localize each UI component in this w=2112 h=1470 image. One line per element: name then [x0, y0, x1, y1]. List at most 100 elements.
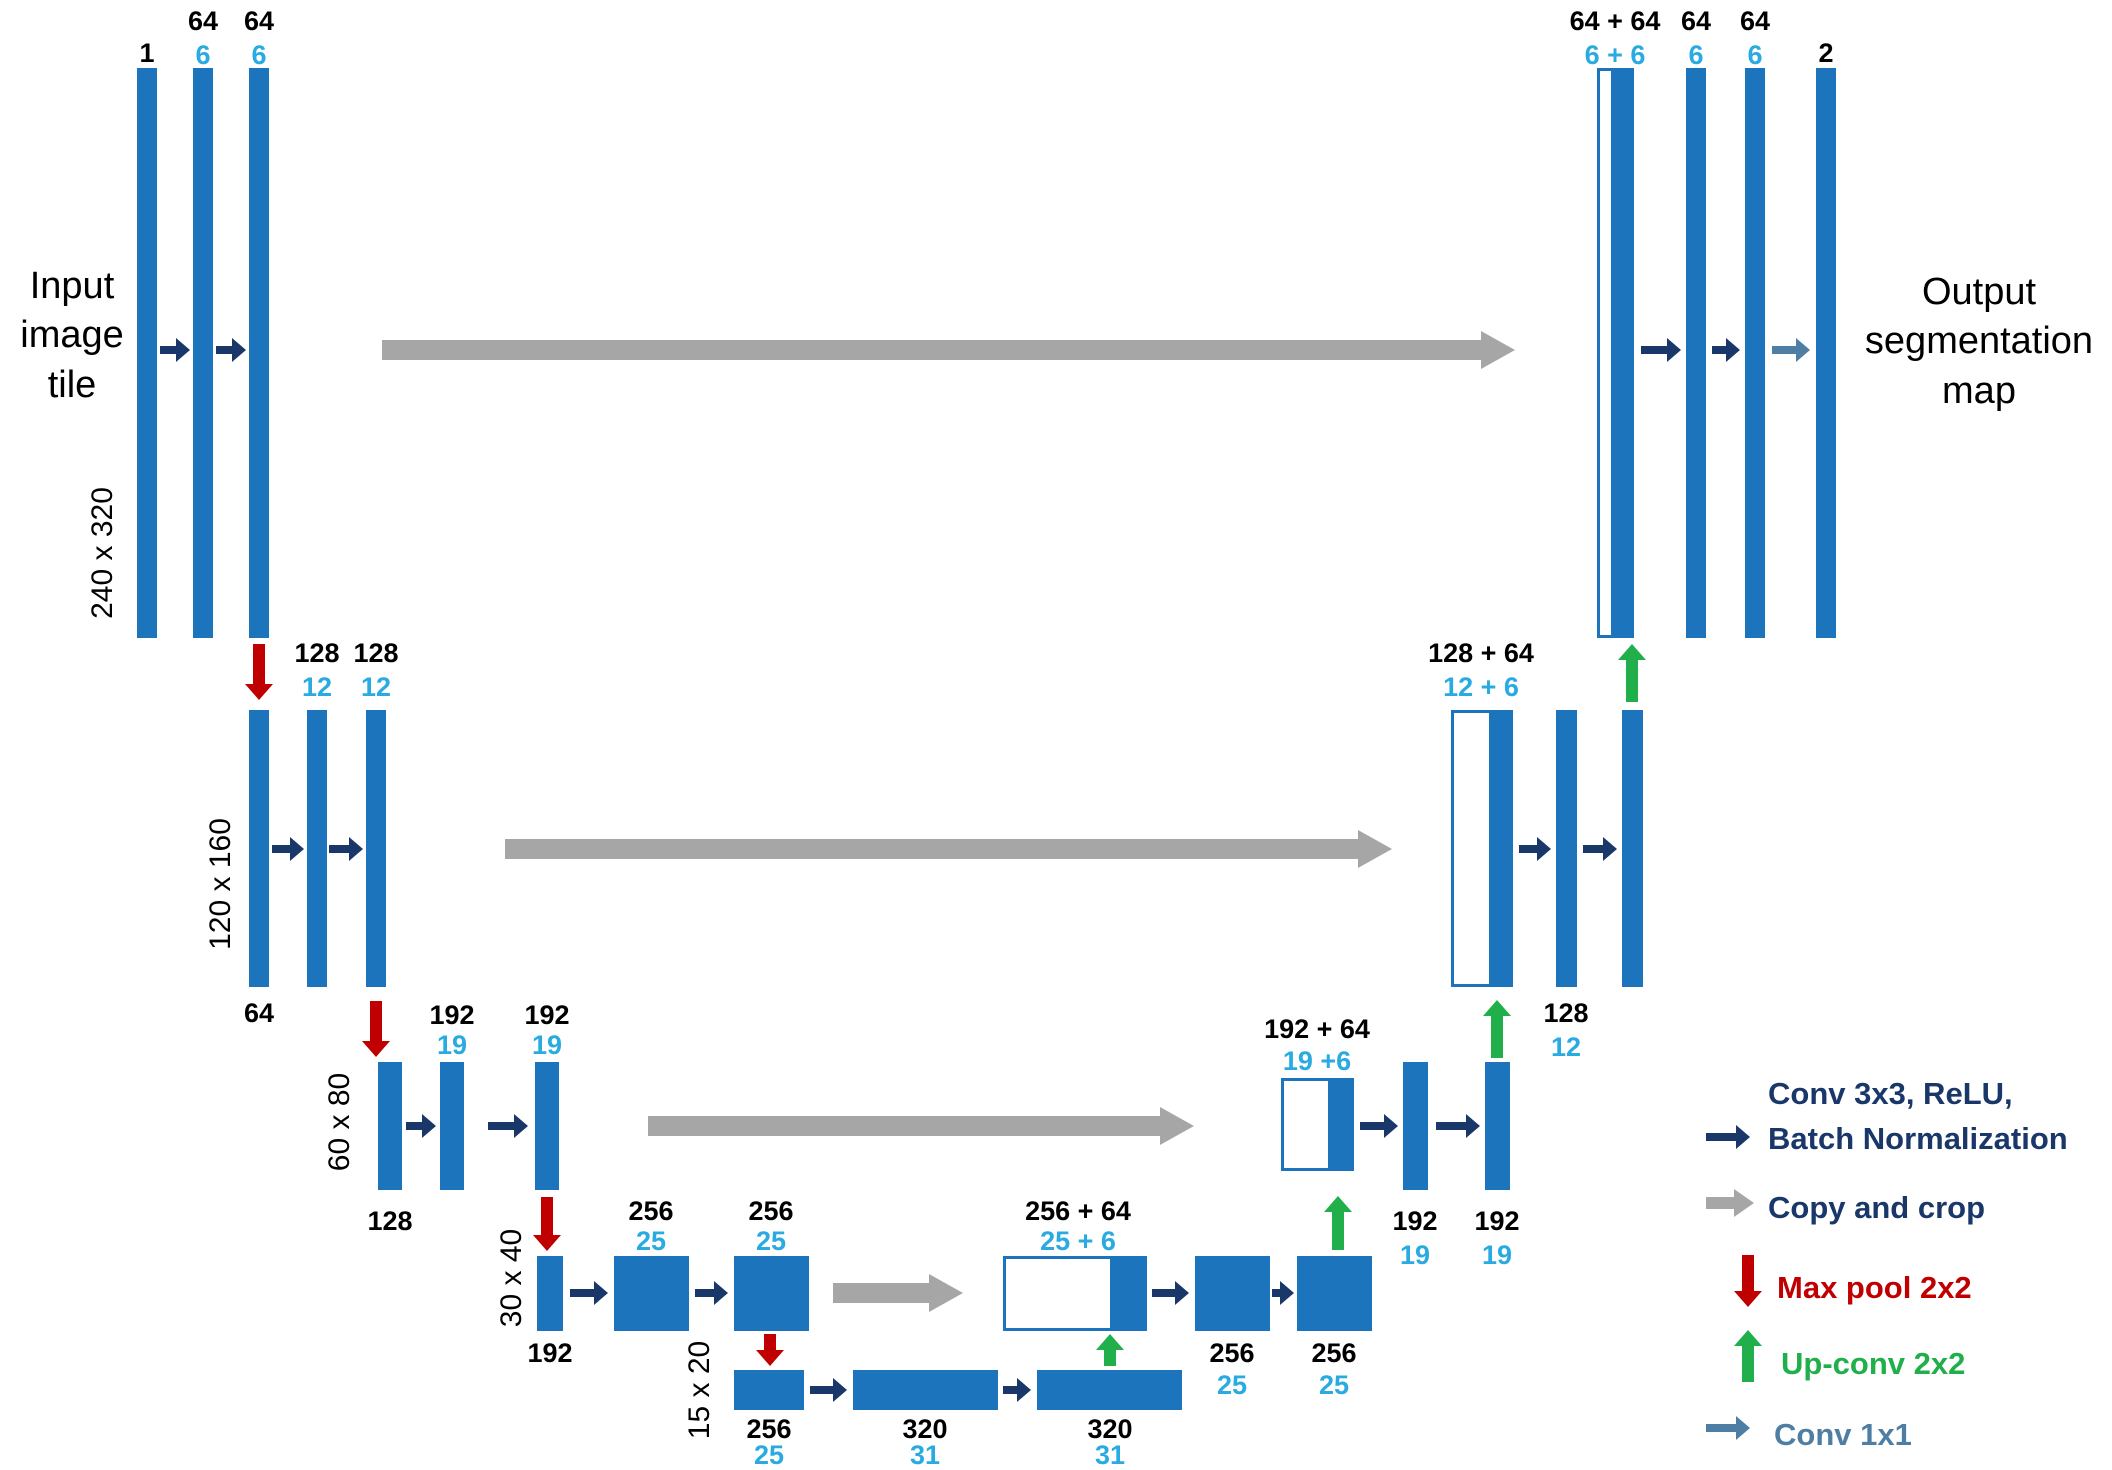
- bottleneck-filters-1: 31: [909, 1440, 941, 1470]
- dec-l1-filters-2: 6: [1747, 40, 1763, 70]
- legend-conv-label: Conv 3x3, ReLU, Batch Normalization: [1768, 1076, 2068, 1156]
- copy-crop-arrow-icon: [382, 331, 1515, 369]
- bottleneck-conv-bar-1: [853, 1370, 998, 1410]
- bottleneck-pool-filters: 25: [753, 1440, 785, 1470]
- dec-l3-channels-1: 192: [1392, 1206, 1438, 1236]
- conv-arrow-icon: [1003, 1378, 1031, 1402]
- enc-l1-input-bar: [137, 68, 157, 638]
- enc-l3-size-label: 60 x 80: [323, 1072, 356, 1172]
- enc-l4-channels-1: 256: [628, 1196, 674, 1226]
- enc-l4-conv-bar-1: [614, 1256, 689, 1331]
- copy-crop-arrow-icon: [833, 1274, 963, 1312]
- enc-l3-channels-1: 192: [429, 1000, 475, 1030]
- dec-l1-filters-1: 6: [1688, 40, 1704, 70]
- dec-l2-copy-box: [1451, 710, 1492, 987]
- enc-l3-pool-channels: 128: [367, 1206, 413, 1236]
- enc-l4-filters-2: 25: [755, 1226, 787, 1256]
- conv-arrow-icon: [329, 837, 363, 861]
- dec-l1-channels-2: 64: [1739, 6, 1771, 36]
- conv-arrow-icon: [272, 837, 304, 861]
- dec-l3-filters-1: 19: [1399, 1240, 1431, 1270]
- dec-l4-upconv-bar: [1113, 1256, 1147, 1331]
- dec-l2-filters-1: 12: [1550, 1032, 1582, 1062]
- enc-l2-size-label: 120 x 160: [204, 818, 237, 950]
- dec-l3-upconv-bar: [1331, 1078, 1354, 1171]
- legend-copy-crop-label: Copy and crop: [1768, 1190, 1986, 1225]
- bottleneck-channels-1: 320: [902, 1414, 948, 1444]
- upconv-arrow-icon: [1324, 1196, 1352, 1250]
- enc-l1-conv-bar-2: [249, 68, 269, 638]
- conv-arrow-icon: [406, 1114, 436, 1138]
- enc-l4-size-label: 30 x 40: [495, 1228, 528, 1328]
- enc-l4-pool-bar: [537, 1256, 563, 1331]
- conv1x1-arrow-icon: [1772, 338, 1810, 362]
- dec-l3-conv-bar-2: [1485, 1062, 1510, 1190]
- dec-l4-filters-2: 25: [1318, 1370, 1350, 1400]
- bottleneck-size-label: 15 x 20: [683, 1340, 716, 1440]
- dec-l2-conv-bar-1: [1556, 710, 1577, 987]
- enc-l1-channels-2: 64: [243, 6, 275, 36]
- enc-l1-input-channels: 1: [139, 38, 155, 68]
- conv-arrow-icon: [1519, 837, 1551, 861]
- dec-l2-channels-1: 128: [1543, 998, 1589, 1028]
- upconv-arrow-icon: [1096, 1334, 1124, 1366]
- dec-l3-channels-2: 192: [1474, 1206, 1520, 1236]
- enc-l2-conv-bar-2: [366, 710, 386, 987]
- enc-l2-channels-2: 128: [353, 638, 399, 668]
- enc-l2-conv-bar-1: [307, 710, 327, 987]
- bottleneck-channels-2: 320: [1087, 1414, 1133, 1444]
- dec-l1-copy-box: [1597, 68, 1614, 638]
- upconv-arrow-icon: [1618, 644, 1646, 702]
- enc-l3-filters-1: 19: [436, 1030, 468, 1060]
- dec-l1-conv-bar-2: [1745, 68, 1765, 638]
- conv-arrow-icon: [695, 1281, 728, 1305]
- dec-l2-conv-bar-2: [1622, 710, 1643, 987]
- conv-arrow-icon: [1152, 1281, 1189, 1305]
- enc-l3-conv-bar-1: [440, 1062, 464, 1190]
- enc-l2-channels-1: 128: [294, 638, 340, 668]
- dec-l4-conv-bar-2: [1297, 1256, 1372, 1331]
- enc-l1-filters-1: 6: [195, 40, 211, 70]
- maxpool-arrow-icon: [533, 1197, 561, 1251]
- dec-l1-channels-1: 64: [1680, 6, 1712, 36]
- legend-conv-arrow-icon: [1706, 1125, 1750, 1149]
- conv-arrow-icon: [570, 1281, 608, 1305]
- dec-l1-concat-channels: 64 + 64: [1569, 6, 1661, 36]
- legend-maxpool-arrow-icon: [1734, 1255, 1762, 1307]
- dec-l4-concat-filters: 25 + 6: [1040, 1226, 1116, 1256]
- bottleneck-conv-bar-2: [1037, 1370, 1182, 1410]
- dec-l3-concat-channels: 192 + 64: [1264, 1014, 1370, 1044]
- legend-conv1x1-arrow-icon: [1706, 1416, 1750, 1440]
- dec-l3-conv-bar-1: [1403, 1062, 1428, 1190]
- dec-l2-concat-filters: 12 + 6: [1443, 672, 1519, 702]
- copy-crop-arrow-icon: [505, 830, 1392, 868]
- dec-l3-concat-filters: 19 +6: [1282, 1046, 1352, 1076]
- enc-l3-conv-bar-2: [535, 1062, 559, 1190]
- maxpool-arrow-icon: [245, 644, 273, 700]
- enc-l3-channels-2: 192: [524, 1000, 570, 1030]
- dec-l1-conv-bar-1: [1686, 68, 1706, 638]
- enc-l1-size-label: 240 x 320: [86, 487, 119, 619]
- legend-maxpool-label: Max pool 2x2: [1777, 1270, 1972, 1305]
- dec-l4-copy-box: [1003, 1256, 1113, 1331]
- legend-upconv-label: Up-conv 2x2: [1781, 1346, 1966, 1381]
- enc-l4-pool-channels: 192: [527, 1338, 573, 1368]
- conv-arrow-icon: [1641, 338, 1681, 362]
- output-channels: 2: [1818, 38, 1834, 68]
- conv-arrow-icon: [216, 338, 246, 362]
- enc-l4-channels-2: 256: [748, 1196, 794, 1226]
- dec-l4-filters-1: 25: [1216, 1370, 1248, 1400]
- output-title: Output segmentation map: [1864, 271, 2094, 412]
- conv-arrow-icon: [488, 1114, 528, 1138]
- bottleneck-filters-2: 31: [1094, 1440, 1126, 1470]
- dec-l4-concat-channels: 256 + 64: [1025, 1196, 1131, 1226]
- dec-l4-channels-2: 256: [1311, 1338, 1357, 1368]
- enc-l2-filters-1: 12: [301, 672, 333, 702]
- enc-l2-pool-channels: 64: [243, 998, 275, 1028]
- enc-l2-pool-bar: [249, 710, 269, 987]
- enc-l4-filters-1: 25: [635, 1226, 667, 1256]
- conv-arrow-icon: [160, 338, 190, 362]
- output-bar: [1816, 68, 1836, 638]
- conv-arrow-icon: [1436, 1114, 1480, 1138]
